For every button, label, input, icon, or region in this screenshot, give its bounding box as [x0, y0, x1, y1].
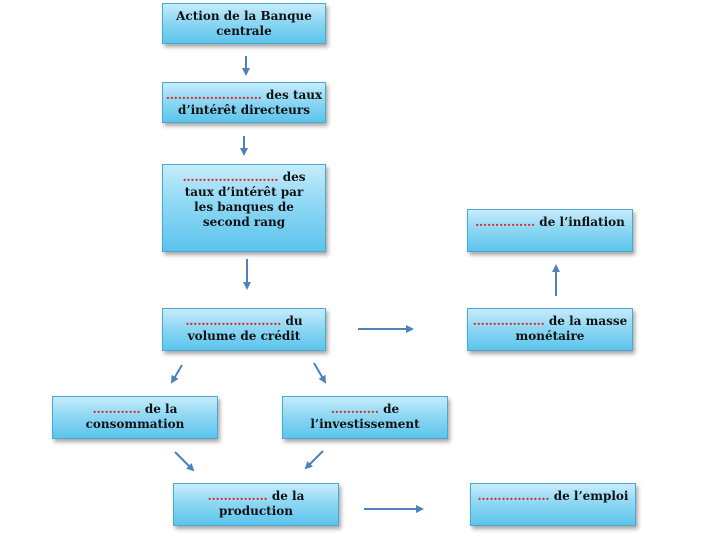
blank-dots: ……………………	[182, 170, 279, 184]
box-volume-credit: …………………… du volume de crédit	[162, 308, 326, 351]
box-taux-banques-second-rang: …………………… des taux d’intérêt par les banq…	[162, 164, 326, 252]
box-label: …………………… des taux d’intérêt par les banq…	[182, 170, 306, 229]
box-label: Action de la Banque centrale	[176, 9, 312, 38]
box-inflation: …………… de l’inflation	[467, 209, 633, 252]
box-label: …………………… du volume de crédit	[185, 314, 303, 343]
box-label: …………………… des taux d’intérêt directeurs	[165, 88, 323, 117]
box-label: ………… de l’investissement	[310, 402, 420, 431]
box-label: ………… de la consommation	[85, 402, 185, 431]
blank-dots: ……………………	[165, 88, 262, 102]
box-investissement: ………… de l’investissement	[282, 396, 448, 439]
blank-dots: ………………	[472, 314, 545, 328]
box-emploi: ……………… de l’emploi	[470, 483, 636, 526]
box-taux-directeurs: …………………… des taux d’intérêt directeurs	[162, 82, 326, 123]
blank-dots: ……………	[475, 215, 536, 229]
box-label: ……………… de l’emploi	[477, 489, 629, 503]
box-production: …………… de la production	[173, 483, 339, 526]
box-label: ……………… de la masse monétaire	[472, 314, 628, 343]
blank-dots: …………	[92, 402, 141, 416]
arrow-consommation-to-production	[174, 451, 195, 472]
arrow-credit-to-investissement	[313, 362, 327, 384]
arrow-credit-to-consommation	[170, 364, 183, 384]
box-consommation: ………… de la consommation	[52, 396, 218, 439]
blank-dots: ………………	[477, 489, 550, 503]
box-masse-monetaire: ……………… de la masse monétaire	[467, 308, 633, 351]
blank-dots: …………	[330, 402, 379, 416]
blank-dots: ……………………	[185, 314, 282, 328]
arrow-investissement-to-production	[304, 450, 324, 470]
box-label: …………… de la production	[207, 489, 305, 518]
box-label: …………… de l’inflation	[475, 215, 625, 229]
box-action-banque-centrale: Action de la Banque centrale	[162, 3, 326, 44]
blank-dots: ……………	[207, 489, 268, 503]
